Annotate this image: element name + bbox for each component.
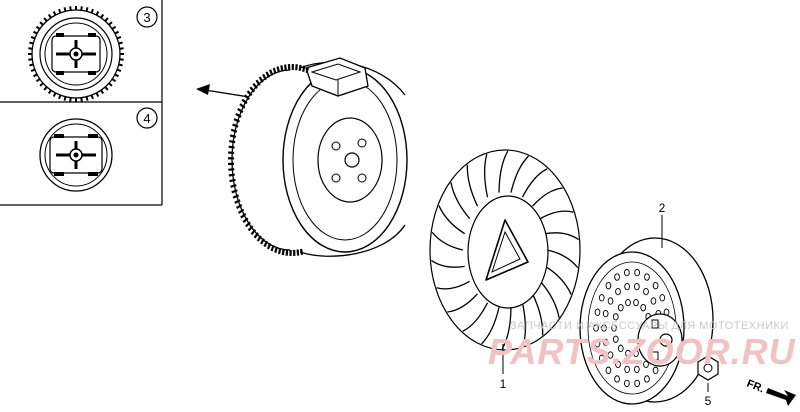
callout-3: 3: [143, 10, 150, 25]
cooling-fan: [429, 149, 581, 351]
flywheel: [227, 57, 410, 257]
callout-1: 1: [500, 377, 507, 391]
front-direction-arrow: FR.: [745, 378, 796, 406]
callout-circle-3: [136, 6, 158, 28]
callout-5: 5: [705, 394, 712, 408]
option-3-flywheel-view: 3: [31, 6, 158, 99]
watermark-line2: PARTS.ZOOR.RU: [488, 331, 796, 372]
callout-4: 4: [143, 111, 150, 126]
callout-circle-4: [136, 107, 158, 129]
watermark: ЗАПЧАСТИ И АКСЕССУАРЫ ДЛЯ МОТОТЕХНИКИ PA…: [488, 320, 796, 372]
starter-pulley: [579, 237, 714, 405]
direction-label: FR.: [745, 378, 766, 396]
callout-2: 2: [659, 201, 666, 215]
option-3-gear-teeth: [28, 6, 124, 102]
watermark-line1: ЗАПЧАСТИ И АКСЕССУАРЫ ДЛЯ МОТОТЕХНИКИ: [510, 320, 789, 332]
leader-lines: [502, 215, 709, 392]
inset-panel: [0, 0, 163, 206]
flange-nut: [697, 355, 719, 381]
option-4-flywheel-view: 4: [39, 107, 158, 192]
